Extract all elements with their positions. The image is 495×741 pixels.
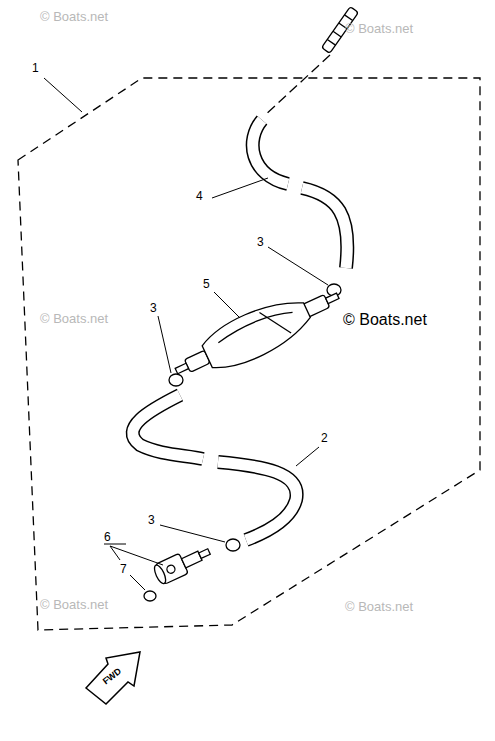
forward-arrow [86, 652, 140, 704]
callout-number: 5 [203, 278, 210, 290]
watermark: © Boats.net [40, 312, 108, 325]
primer-bulb [167, 276, 347, 391]
fuel-hose [133, 120, 348, 540]
callout-number: 4 [196, 190, 203, 202]
callout-number: 3 [148, 514, 155, 526]
fuel-connector [152, 542, 214, 586]
callout-number: 1 [32, 62, 39, 74]
callout-number: 2 [321, 432, 328, 444]
callout-number: 3 [150, 302, 157, 314]
leader-line [44, 78, 328, 590]
watermark: © Boats.net [343, 312, 427, 328]
hose-clamp [226, 539, 240, 551]
watermark: © Boats.net [40, 10, 108, 23]
callout-number: 7 [120, 563, 127, 575]
watermark: © Boats.net [40, 598, 108, 611]
watermark: © Boats.net [345, 22, 413, 35]
callout-number: 6 [104, 531, 111, 543]
watermark: © Boats.net [345, 600, 413, 613]
callout-number: 3 [257, 236, 264, 248]
o-ring [144, 591, 156, 601]
kit-outline [18, 78, 480, 630]
hose-clamp [169, 374, 183, 386]
dashed-leader [264, 55, 330, 116]
